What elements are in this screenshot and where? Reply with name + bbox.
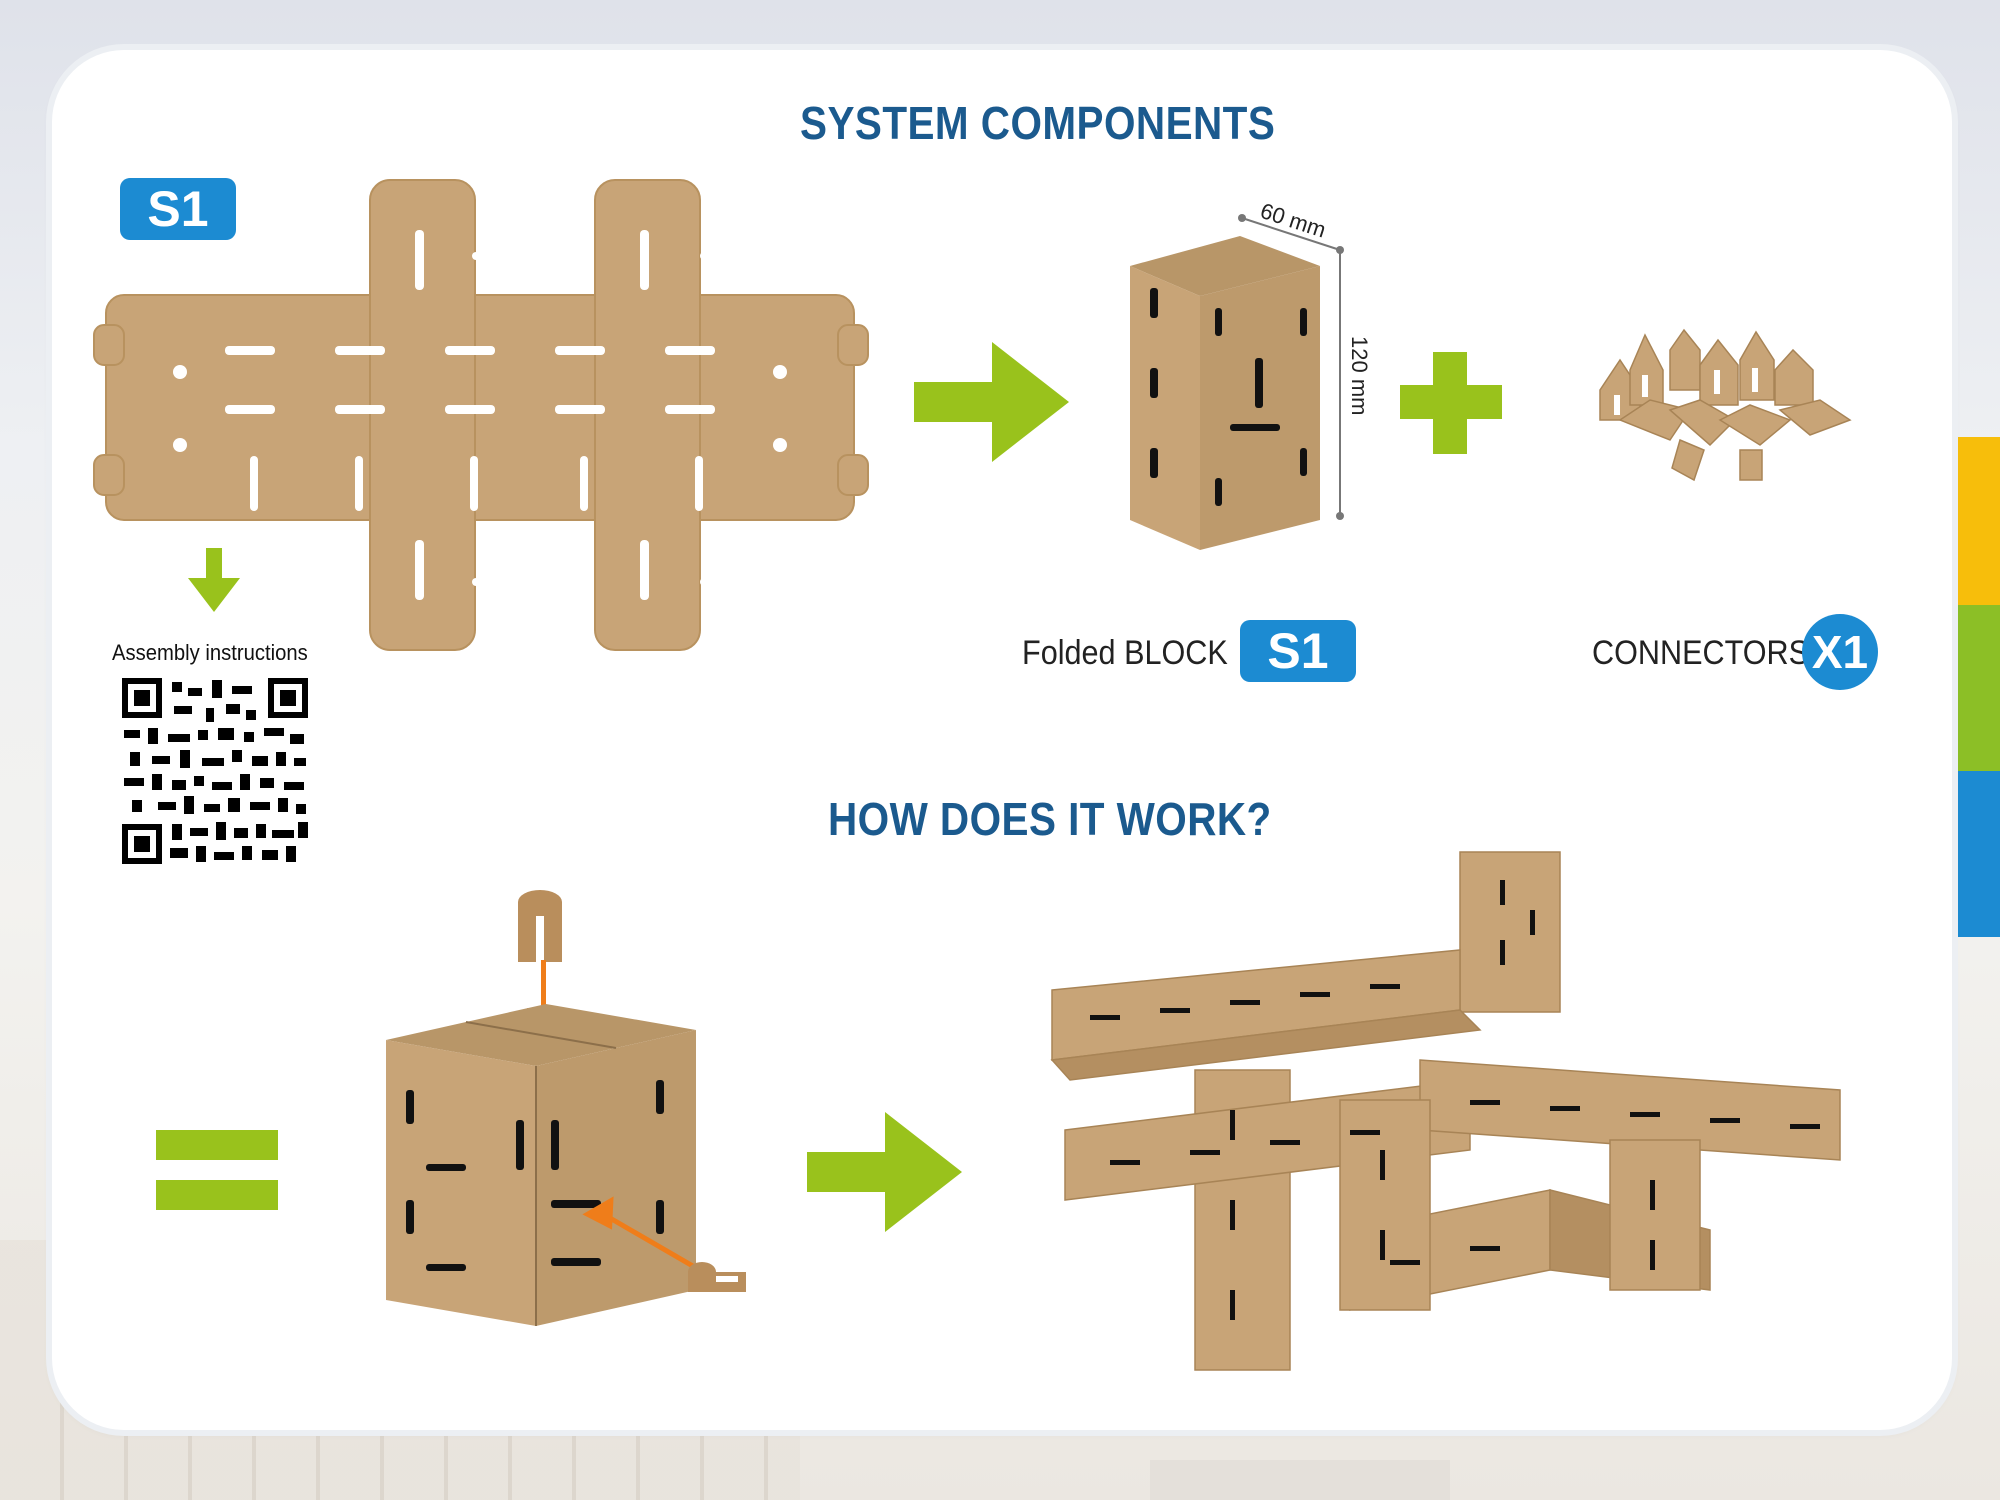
flat-cardboard-sheet bbox=[93, 179, 869, 651]
side-accent-yellow bbox=[1953, 437, 2000, 605]
folded-block-image bbox=[1130, 236, 1320, 550]
plus-icon bbox=[1400, 352, 1502, 454]
assembled-structure-image bbox=[1050, 851, 1841, 1371]
side-accent-blue bbox=[1953, 771, 2000, 937]
assembly-instructions-label: Assembly instructions bbox=[112, 640, 308, 665]
connector-piece-side bbox=[688, 1262, 746, 1292]
heading-system-components: SYSTEM COMPONENTS bbox=[800, 97, 1276, 149]
joined-blocks-image bbox=[386, 1004, 696, 1326]
side-accent-green bbox=[1953, 605, 2000, 771]
badge-connectors: X1 bbox=[1802, 614, 1878, 690]
connectors-label: CONNECTORS bbox=[1592, 634, 1810, 672]
equals-icon bbox=[156, 1130, 278, 1210]
arrow-right-icon bbox=[914, 342, 1069, 462]
heading-how-does-it-work: HOW DOES IT WORK? bbox=[828, 793, 1272, 845]
background-blocks-right bbox=[1150, 1460, 1450, 1500]
qr-code-icon[interactable] bbox=[122, 678, 308, 864]
arrow-down-icon bbox=[188, 548, 240, 612]
connector-piece-top bbox=[518, 890, 562, 962]
badge-flat-sheet: S1 bbox=[120, 178, 236, 240]
dimension-lines bbox=[1238, 214, 1344, 520]
arrow-right-icon-2 bbox=[807, 1112, 962, 1232]
connectors-pile-image bbox=[1599, 328, 1852, 482]
dimension-height-label: 120 mm bbox=[1347, 336, 1372, 416]
badge-folded-block: S1 bbox=[1240, 620, 1356, 682]
folded-block-label: Folded BLOCK bbox=[1022, 634, 1228, 672]
